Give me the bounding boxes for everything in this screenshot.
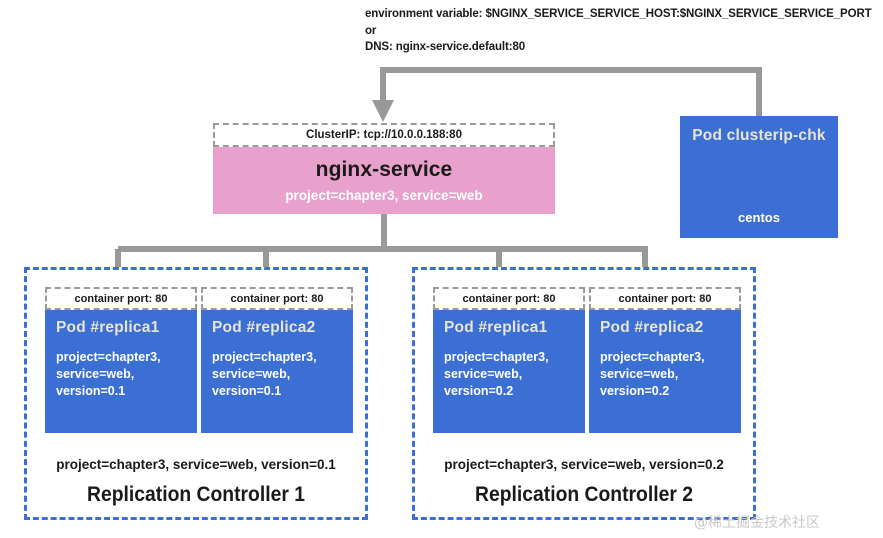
pod-label-line: version=0.2: [444, 384, 514, 398]
pod-label-line: project=chapter3,: [56, 350, 161, 364]
rc1-pod-replica1[interactable]: container port: 80 Pod #replica1 project…: [45, 287, 197, 433]
pod-clusterip-chk-image: centos: [738, 210, 780, 225]
rc1-title: Replication Controller 1: [87, 483, 305, 506]
rc1-pods-row: container port: 80 Pod #replica1 project…: [45, 287, 353, 433]
replication-controller-1[interactable]: container port: 80 Pod #replica1 project…: [24, 267, 368, 520]
rc1-pod-replica2[interactable]: container port: 80 Pod #replica2 project…: [201, 287, 353, 433]
container-port-bar: container port: 80: [45, 287, 197, 310]
pod-labels: project=chapter3, service=web, version=0…: [444, 349, 574, 400]
pod-title: Pod #replica1: [444, 319, 548, 336]
pod-title: Pod #replica2: [600, 319, 704, 336]
pod-title: Pod #replica1: [56, 319, 160, 336]
access-annotation: environment variable: $NGINX_SERVICE_SER…: [365, 6, 872, 56]
pod-labels: project=chapter3, service=web, version=0…: [600, 349, 730, 400]
pod-clusterip-chk[interactable]: Pod clusterip-chk centos: [680, 116, 838, 238]
pod-labels: project=chapter3, service=web, version=0…: [56, 349, 186, 400]
service-selector: project=chapter3, service=web: [285, 188, 483, 203]
annotation-dns: DNS: nginx-service.default:80: [365, 41, 526, 53]
pod-label-line: project=chapter3,: [600, 350, 705, 364]
pod-label-line: version=0.1: [56, 384, 126, 398]
pod-clusterip-chk-title: Pod clusterip-chk: [692, 127, 826, 144]
rc1-selector: project=chapter3, service=web, version=0…: [56, 457, 336, 472]
pod-label-line: service=web,: [444, 367, 523, 381]
container-port-bar: container port: 80: [589, 287, 741, 310]
pod-label-line: service=web,: [56, 367, 135, 381]
pod-label-line: service=web,: [212, 367, 291, 381]
annotation-env-var: environment variable: $NGINX_SERVICE_SER…: [365, 8, 872, 20]
rc2-pod-replica2[interactable]: container port: 80 Pod #replica2 project…: [589, 287, 741, 433]
pod-label-line: version=0.2: [600, 384, 670, 398]
rc2-pods-row: container port: 80 Pod #replica1 project…: [433, 287, 741, 433]
rc2-selector: project=chapter3, service=web, version=0…: [444, 457, 724, 472]
container-port-bar: container port: 80: [433, 287, 585, 310]
pod-label-line: project=chapter3,: [444, 350, 549, 364]
rc2-title: Replication Controller 2: [475, 483, 693, 506]
pod-body[interactable]: Pod #replica2 project=chapter3, service=…: [589, 310, 741, 433]
pod-labels: project=chapter3, service=web, version=0…: [212, 349, 342, 400]
pod-label-line: version=0.1: [212, 384, 282, 398]
pod-body[interactable]: Pod #replica2 project=chapter3, service=…: [201, 310, 353, 433]
pod-body[interactable]: Pod #replica1 project=chapter3, service=…: [433, 310, 585, 433]
pod-body[interactable]: Pod #replica1 project=chapter3, service=…: [45, 310, 197, 433]
annotation-or: or: [365, 24, 377, 37]
nginx-service-box[interactable]: nginx-service project=chapter3, service=…: [213, 147, 555, 214]
watermark: @稀土掘金技术社区: [694, 515, 820, 531]
pod-title: Pod #replica2: [212, 319, 316, 336]
pod-label-line: service=web,: [600, 367, 679, 381]
pod-label-line: project=chapter3,: [212, 350, 317, 364]
container-port-bar: container port: 80: [201, 287, 353, 310]
replication-controller-2[interactable]: container port: 80 Pod #replica1 project…: [412, 267, 756, 520]
clusterip-bar: ClusterIP: tcp://10.0.0.188:80: [213, 123, 555, 147]
rc2-pod-replica1[interactable]: container port: 80 Pod #replica1 project…: [433, 287, 585, 433]
service-name: nginx-service: [315, 158, 453, 181]
